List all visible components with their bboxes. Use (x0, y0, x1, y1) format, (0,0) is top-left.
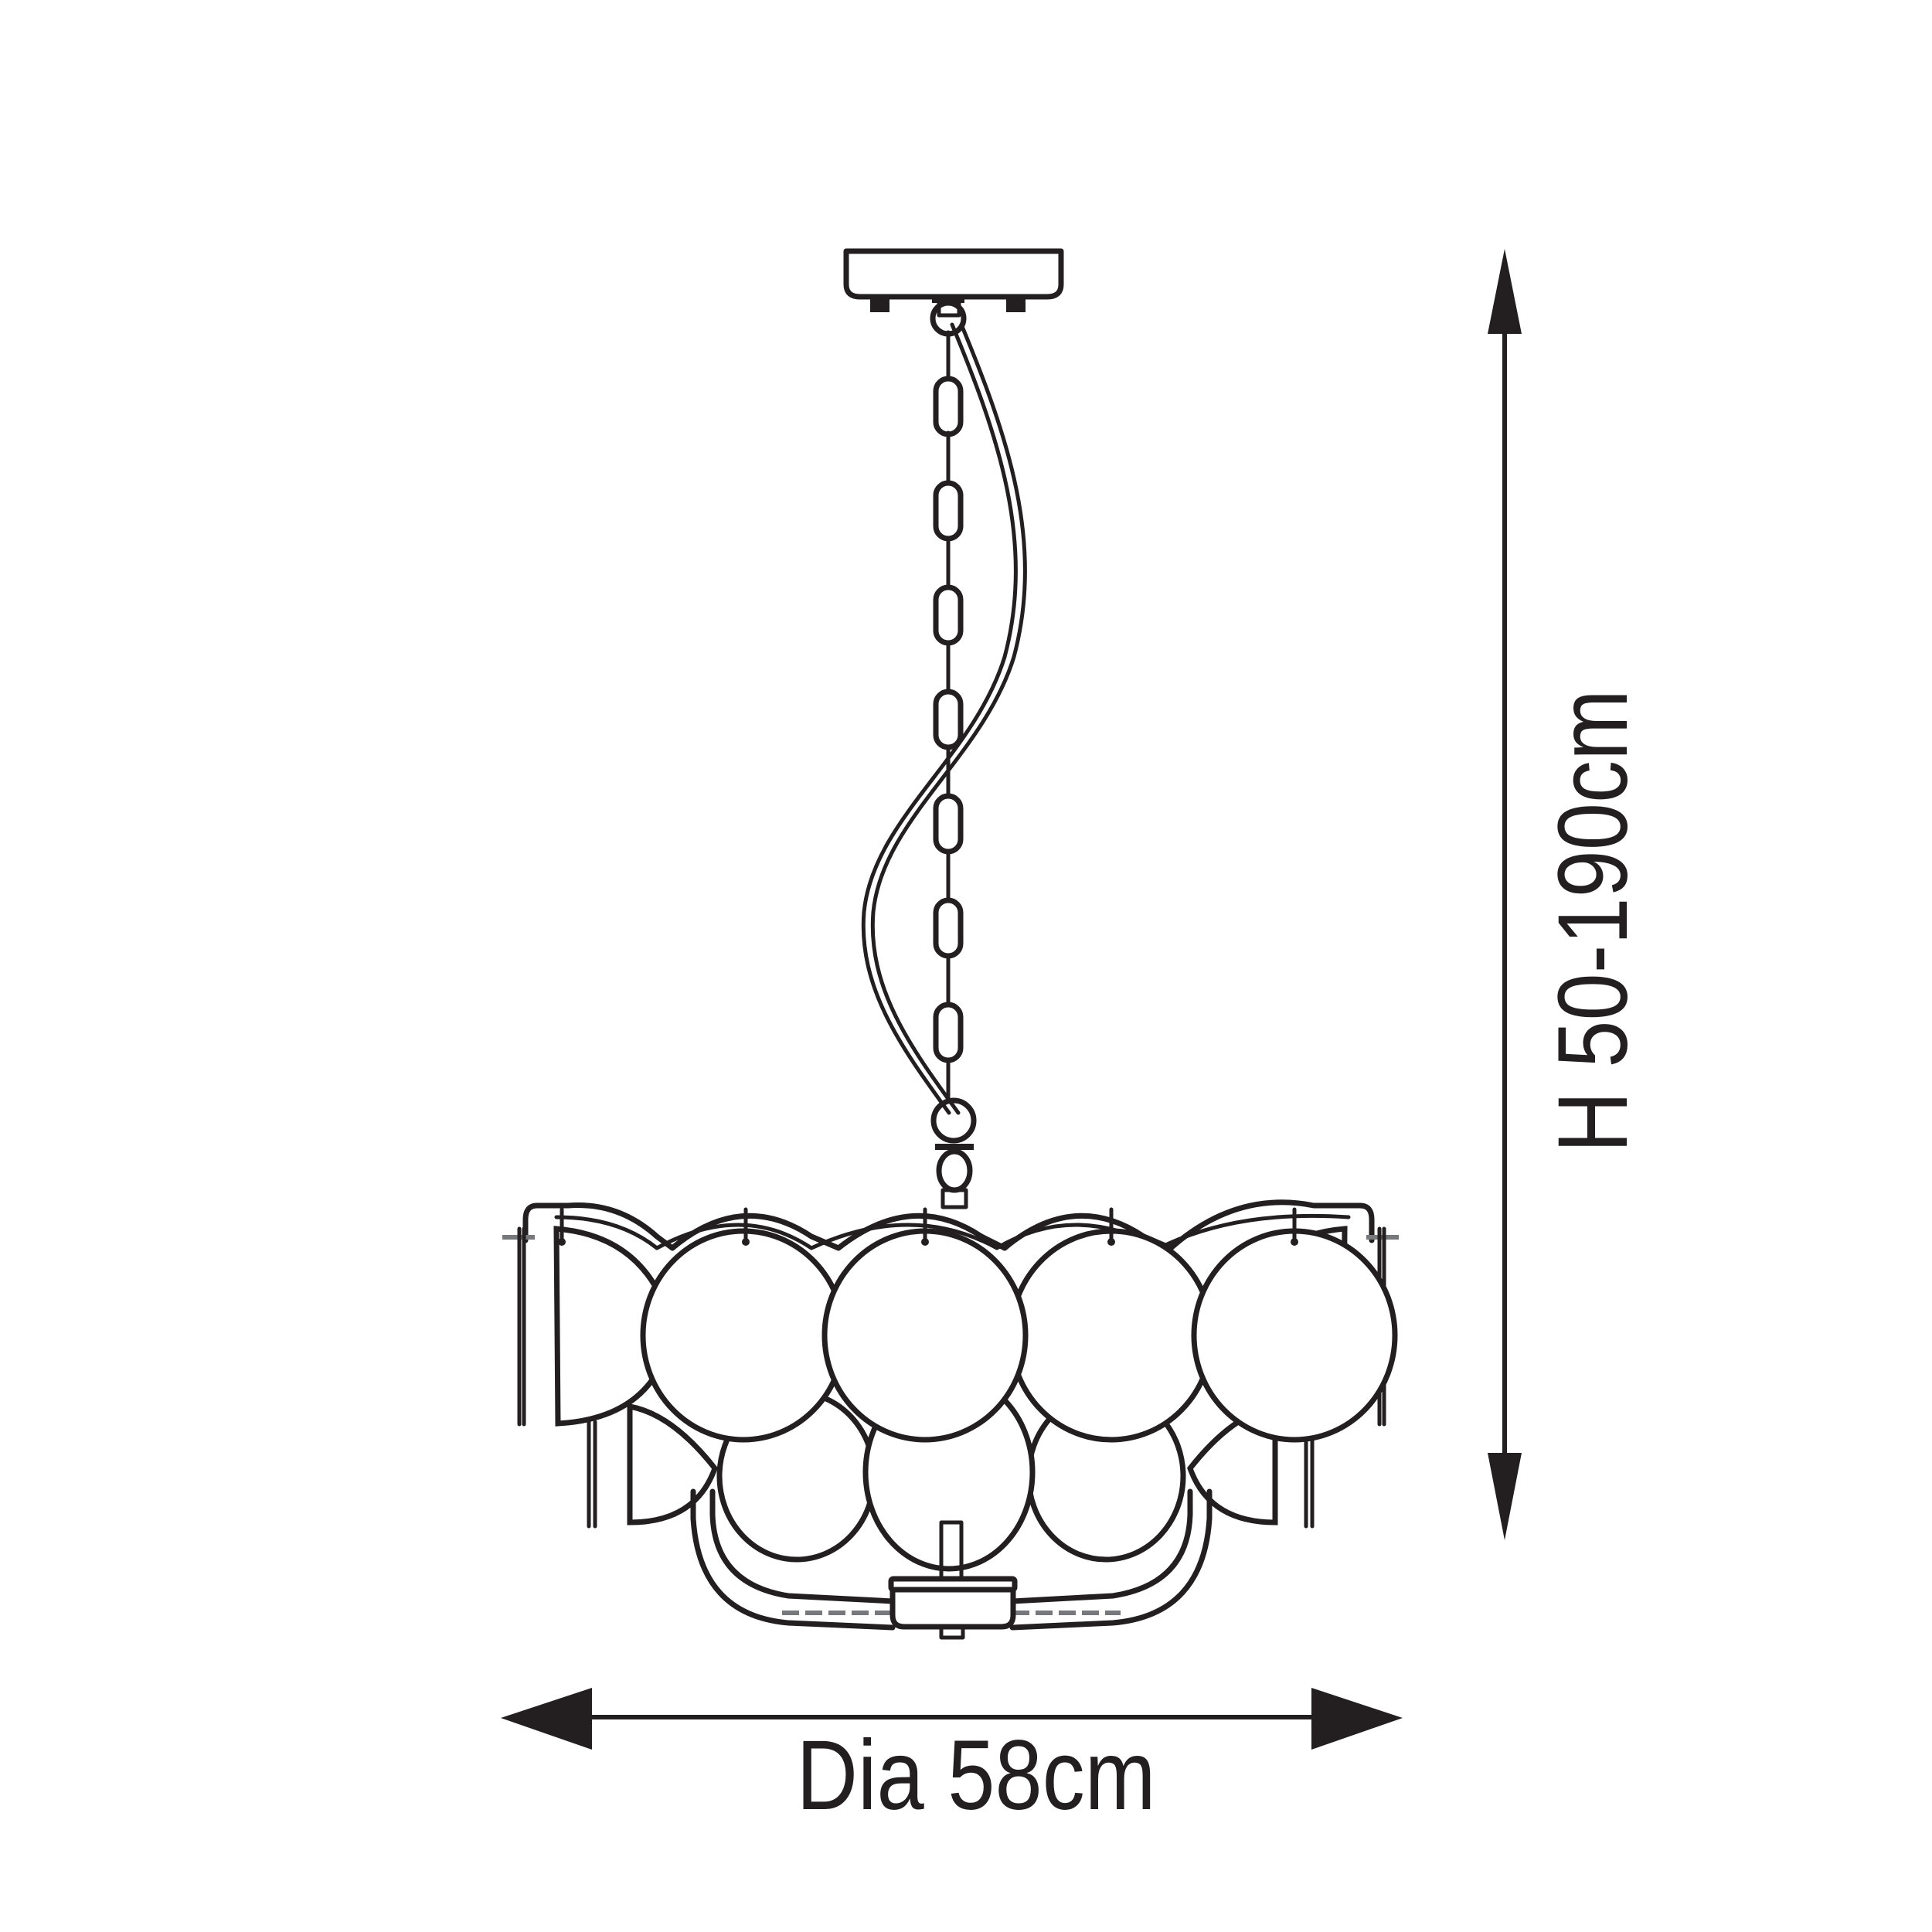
lower-frame-arms (690, 1488, 1213, 1631)
ceiling-rose (843, 248, 1064, 337)
height-dimension-arrow (1488, 249, 1522, 1540)
suspension-chain (930, 330, 977, 1209)
width-dimension-arrow (501, 1688, 1403, 1750)
bottom-finial-cup (888, 1576, 1018, 1640)
width-dimension-label: Dia 58cm (796, 1720, 1156, 1831)
upper-discs (558, 1207, 1398, 1443)
power-cable (861, 322, 1027, 1115)
height-dimension-label: H 50-190cm (1538, 689, 1648, 1153)
